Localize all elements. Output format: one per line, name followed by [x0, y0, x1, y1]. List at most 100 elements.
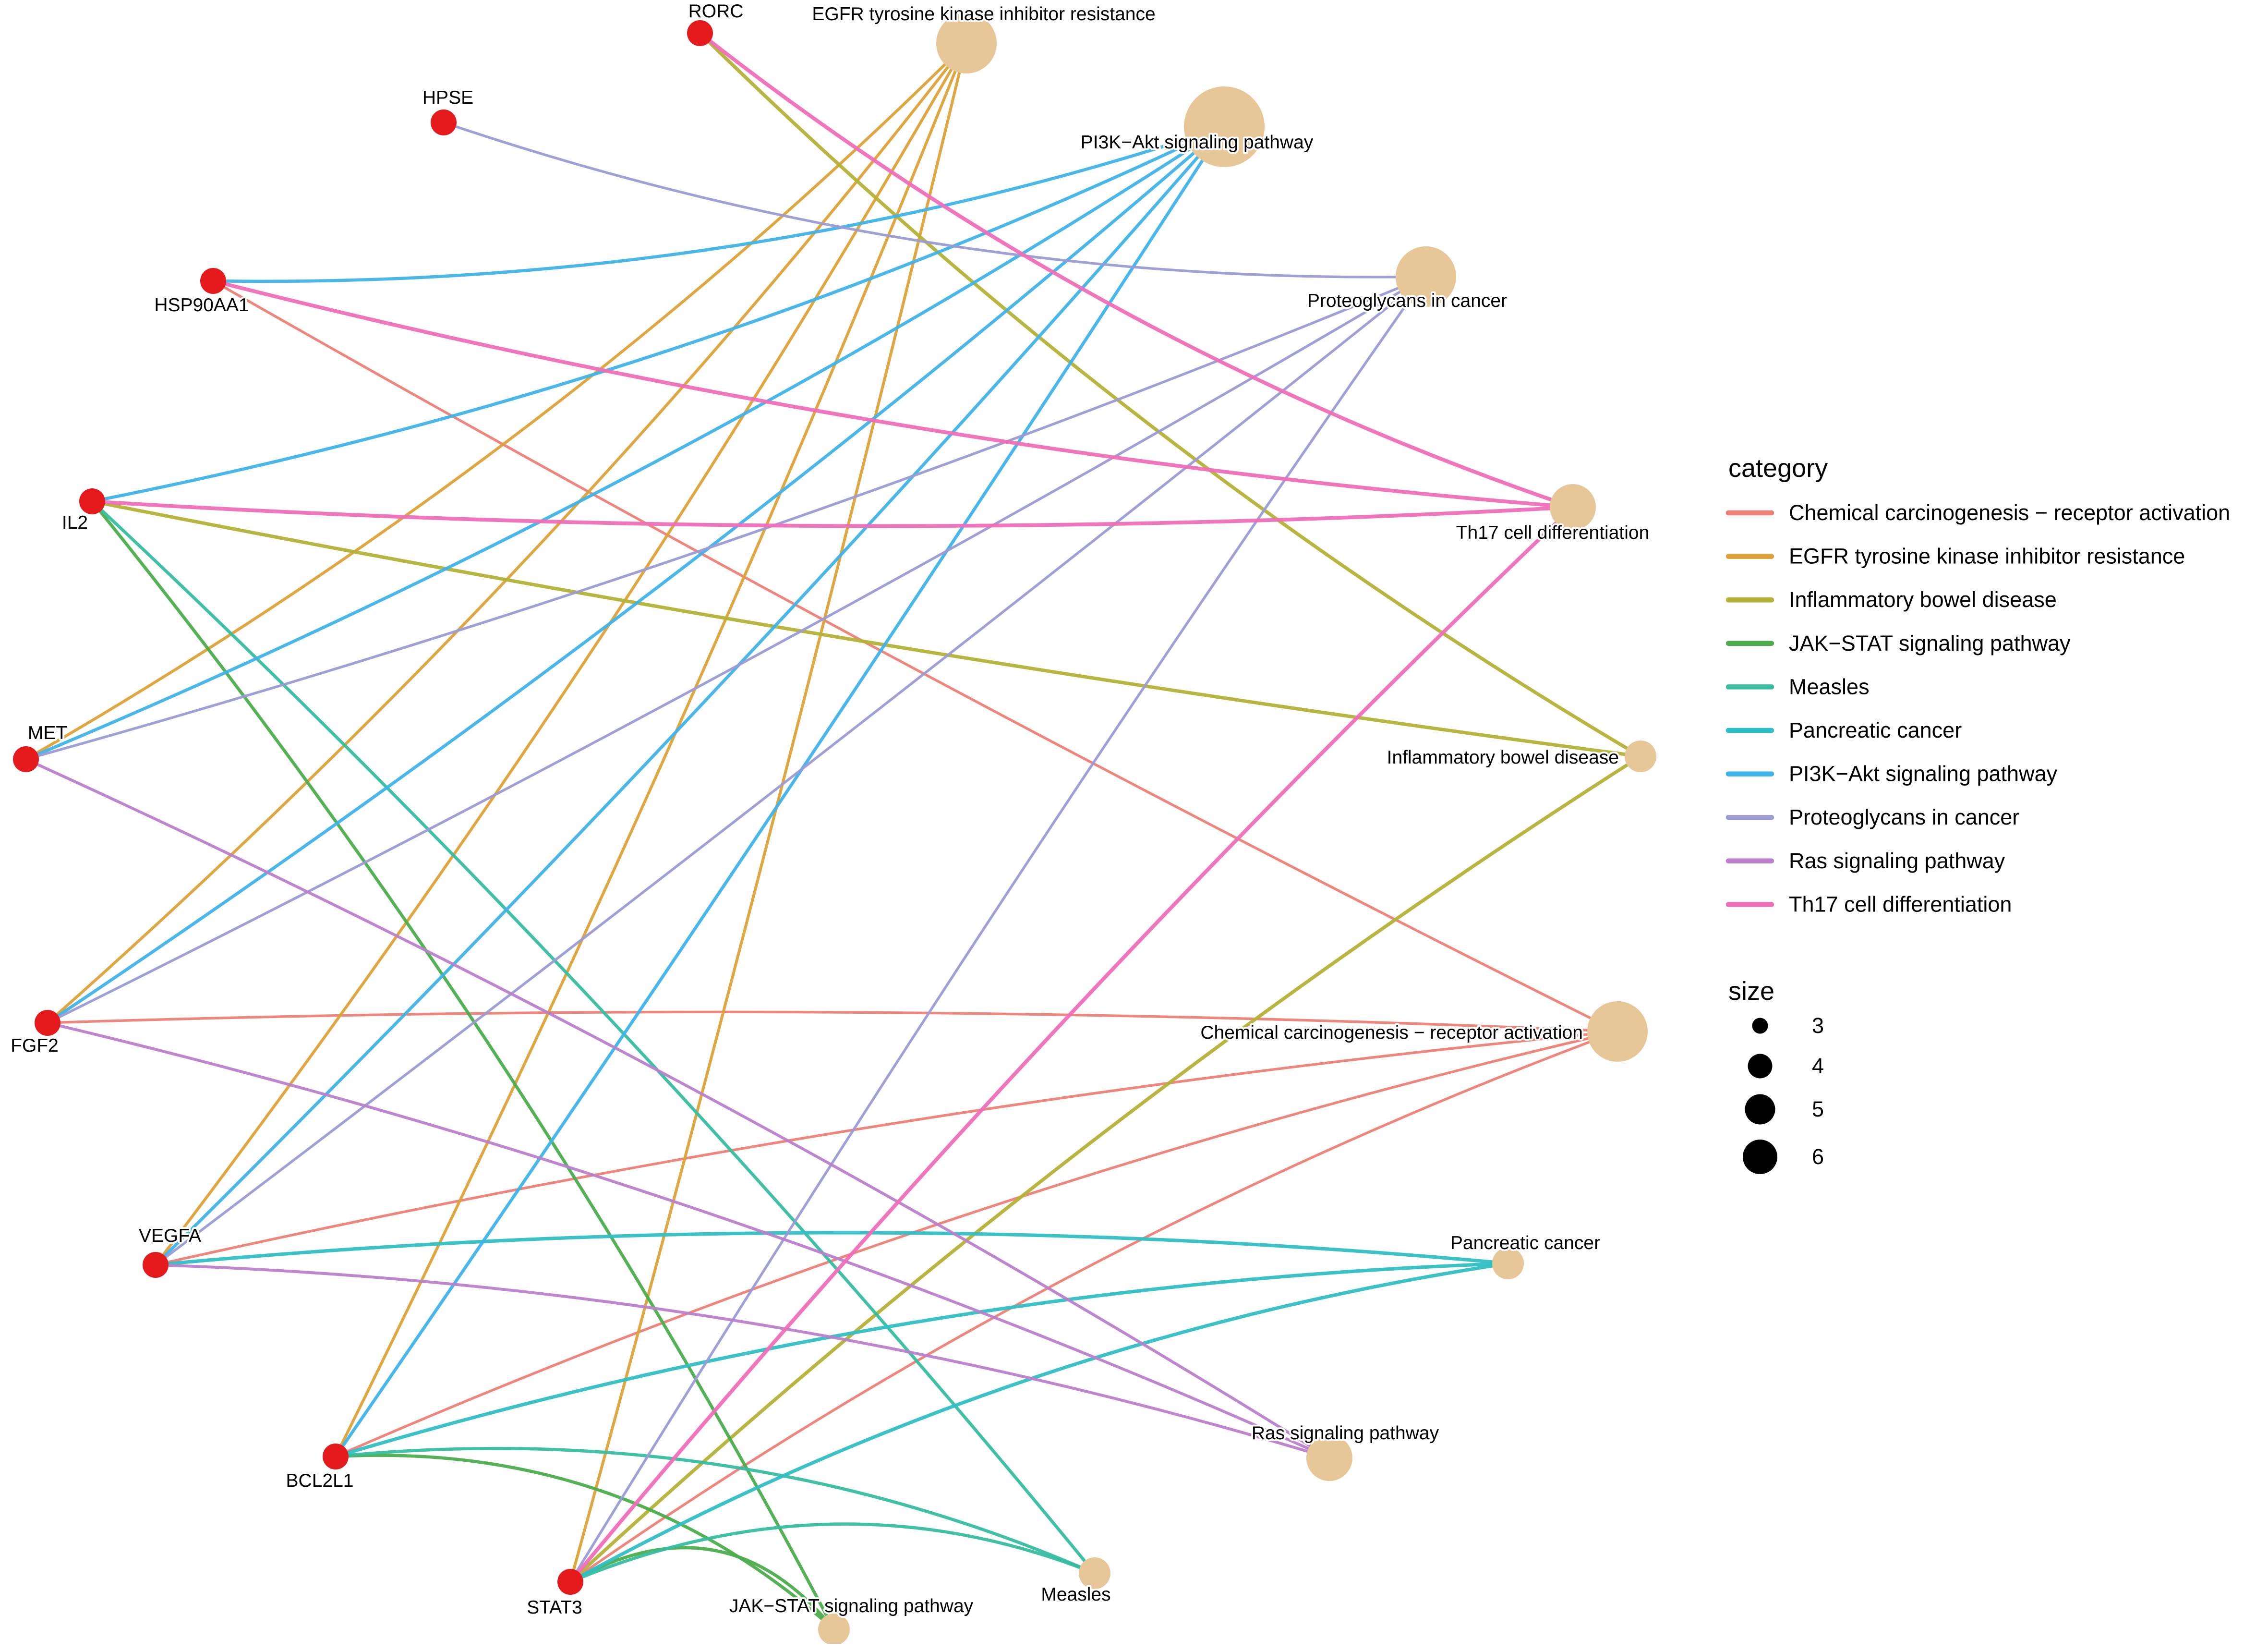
edge-BCL2L1-to-pathway	[334, 125, 1226, 1458]
gene-node-label: VEGFA	[139, 1226, 201, 1246]
legend-size-dot	[1743, 1140, 1777, 1174]
pathway-node-label: Chemical carcinogenesis − receptor activ…	[1200, 1022, 1583, 1043]
edge-FGF2-to-pathway	[46, 1021, 1331, 1459]
edge-HPSE-to-pathway	[442, 121, 1427, 279]
gene-node	[323, 1444, 349, 1469]
edge-MET-to-pathway	[24, 125, 1226, 761]
edge-HSP90AA1-to-pathway	[212, 279, 1619, 1033]
edge-STAT3-to-pathway	[569, 275, 1427, 1583]
legend-category-label: Pancreatic cancer	[1789, 718, 1962, 742]
gene-node	[13, 746, 39, 772]
gene-node-label: IL2	[62, 512, 88, 533]
legend-size-dot	[1752, 1018, 1768, 1034]
edge-VEGFA-to-pathway	[154, 125, 1226, 1267]
gene-node	[687, 20, 713, 46]
edge-RORC-to-pathway	[698, 31, 1575, 509]
gene-node	[35, 1010, 60, 1036]
legend-category-label: Ras signaling pathway	[1789, 849, 2005, 873]
edge-FGF2-to-pathway	[46, 275, 1427, 1024]
gene-node	[143, 1252, 169, 1278]
legend-category-label: Th17 cell differentiation	[1789, 892, 2012, 916]
edge-HSP90AA1-to-pathway	[211, 279, 1575, 509]
pathway-node-label: Inflammatory bowel disease	[1387, 747, 1619, 768]
edge-FGF2-to-pathway	[46, 125, 1226, 1025]
edge-STAT3-to-pathway	[569, 42, 968, 1583]
edge-IL2-to-pathway	[90, 125, 1226, 503]
edge-STAT3-to-pathway	[568, 1262, 1510, 1584]
pathway-node	[1306, 1435, 1352, 1481]
legend-size-title: size	[1728, 977, 1774, 1006]
pathway-node	[1625, 741, 1656, 772]
gene-node	[79, 488, 105, 514]
edge-MET-to-pathway	[24, 42, 968, 761]
pathway-node-label: JAK−STAT signaling pathway	[729, 1596, 974, 1616]
edges-layer	[24, 31, 1642, 1631]
edge-FGF2-to-pathway	[46, 1010, 1619, 1033]
gene-node-label: MET	[28, 723, 67, 743]
edge-VEGFA-to-pathway	[154, 42, 968, 1266]
edge-IL2-to-pathway	[90, 499, 1642, 758]
pathway-node	[1492, 1248, 1524, 1279]
edge-HSP90AA1-to-pathway	[211, 125, 1226, 283]
edge-STAT3-to-pathway	[568, 505, 1575, 1584]
edge-FGF2-to-pathway	[46, 42, 968, 1024]
pathway-node-label: PI3K−Akt signaling pathway	[1081, 132, 1314, 153]
gene-node-label: RORC	[688, 1, 744, 22]
edge-MET-to-pathway	[24, 758, 1331, 1459]
pathway-node-label: Proteoglycans in cancer	[1307, 291, 1507, 311]
pathway-node	[818, 1614, 850, 1645]
edge-BCL2L1-to-pathway	[334, 1454, 836, 1631]
edge-BCL2L1-to-pathway	[334, 42, 968, 1458]
labels-layer: EGFR tyrosine kinase inhibitor resistanc…	[9, 0, 1651, 1620]
pathway-node	[1550, 484, 1596, 530]
legend-size-dot	[1745, 1094, 1775, 1125]
pathway-node-label: EGFR tyrosine kinase inhibitor resistanc…	[812, 4, 1155, 24]
gene-node-label: BCL2L1	[286, 1470, 354, 1491]
legend-category-label: EGFR tyrosine kinase inhibitor resistanc…	[1789, 544, 2185, 569]
pathway-node	[1587, 1001, 1648, 1062]
edge-VEGFA-to-pathway	[154, 1231, 1510, 1267]
pathway-node-label: Th17 cell differentiation	[1456, 522, 1650, 543]
legend-category-label: JAK−STAT signaling pathway	[1789, 631, 2071, 656]
edge-VEGFA-to-pathway	[154, 275, 1427, 1266]
legend-category-entries: Chemical carcinogenesis − receptor activ…	[1725, 500, 2230, 916]
legend-category-label: Proteoglycans in cancer	[1789, 805, 2019, 829]
pathway-node	[1079, 1557, 1110, 1589]
nodes-layer	[13, 13, 1656, 1645]
gene-node	[200, 268, 226, 294]
legend-category-label: PI3K−Akt signaling pathway	[1789, 762, 2058, 786]
pathway-node-label: Pancreatic cancer	[1450, 1233, 1600, 1253]
legend-size-dot	[1748, 1054, 1773, 1079]
edge-IL2-to-pathway	[90, 499, 1575, 528]
edge-STAT3-to-pathway	[568, 1522, 1097, 1584]
legend-size-label: 5	[1812, 1097, 1824, 1121]
legend-category-label: Chemical carcinogenesis − receptor activ…	[1789, 500, 2230, 525]
edge-BCL2L1-to-pathway	[334, 1446, 1097, 1575]
gene-node	[431, 109, 457, 135]
gene-node-label: HPSE	[422, 87, 473, 108]
pathway-node-label: Ras signaling pathway	[1252, 1423, 1439, 1444]
pathway-node	[1396, 246, 1456, 307]
pathway-node-label: Measles	[1041, 1584, 1110, 1605]
legend-category-label: Inflammatory bowel disease	[1789, 587, 2057, 612]
legend-size-label: 4	[1812, 1054, 1824, 1078]
pathway-node	[1184, 86, 1265, 167]
edge-STAT3-to-pathway	[568, 1546, 836, 1631]
edge-BCL2L1-to-pathway	[334, 1262, 1510, 1458]
edge-VEGFA-to-pathway	[154, 1030, 1619, 1266]
gene-node-label: STAT3	[527, 1597, 582, 1618]
edge-IL2-to-pathway	[90, 499, 836, 1631]
edge-STAT3-to-pathway	[569, 1030, 1619, 1583]
legend-category-label: Measles	[1789, 674, 1870, 699]
legend-category-title: category	[1728, 454, 1828, 483]
legend-size-label: 3	[1812, 1013, 1824, 1038]
edge-VEGFA-to-pathway	[154, 1263, 1331, 1459]
gene-node	[557, 1569, 583, 1595]
gene-node-label: FGF2	[11, 1035, 59, 1056]
edge-STAT3-to-pathway	[568, 754, 1642, 1584]
legend: category Chemical carcinogenesis − recep…	[1725, 454, 2230, 1174]
pathway-node	[936, 13, 997, 73]
